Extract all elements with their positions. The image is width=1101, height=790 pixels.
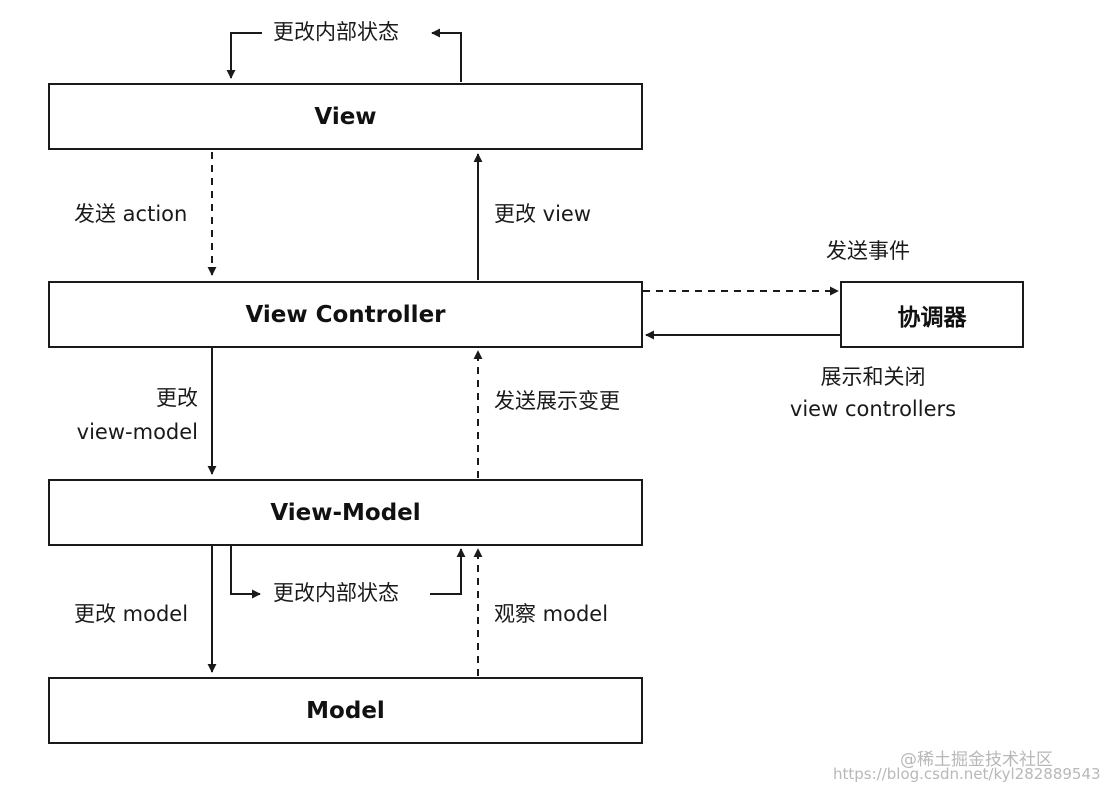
- top-internal-state-label: 更改内部状态: [273, 20, 399, 44]
- send-action-label: 发送 action: [74, 202, 188, 226]
- view-controller-box: View Controller: [48, 281, 643, 348]
- change-view-model-label-line1: 更改: [156, 386, 198, 410]
- watermark-url: https://blog.csdn.net/kyl282889543: [833, 765, 1101, 783]
- send-event-label: 发送事件: [826, 239, 910, 263]
- send-display-change-label: 发送展示变更: [494, 389, 620, 413]
- vm-internal-state-label: 更改内部状态: [273, 581, 399, 605]
- watermark-brand: @稀土掘金技术社区: [900, 750, 1053, 770]
- vm-internal-state-arrow-in: [430, 548, 466, 595]
- model-box: Model: [48, 677, 643, 744]
- view-internal-state-arrow-in: [226, 32, 262, 79]
- view-box: View: [48, 83, 643, 150]
- vm-internal-state-arrow-out: [230, 545, 261, 599]
- change-view-label: 更改 view: [494, 202, 592, 226]
- present-dismiss-label-line1: 展示和关闭: [820, 365, 926, 389]
- observe-model-label: 观察 model: [494, 602, 609, 626]
- view-internal-state-arrow-out: [431, 28, 462, 82]
- coordinator-box: 协调器: [840, 281, 1024, 348]
- view-model-box: View-Model: [48, 479, 643, 546]
- change-view-model-label-line2: view-model: [76, 420, 198, 444]
- present-dismiss-label-line2: view controllers: [789, 397, 957, 421]
- change-model-label: 更改 model: [74, 602, 189, 626]
